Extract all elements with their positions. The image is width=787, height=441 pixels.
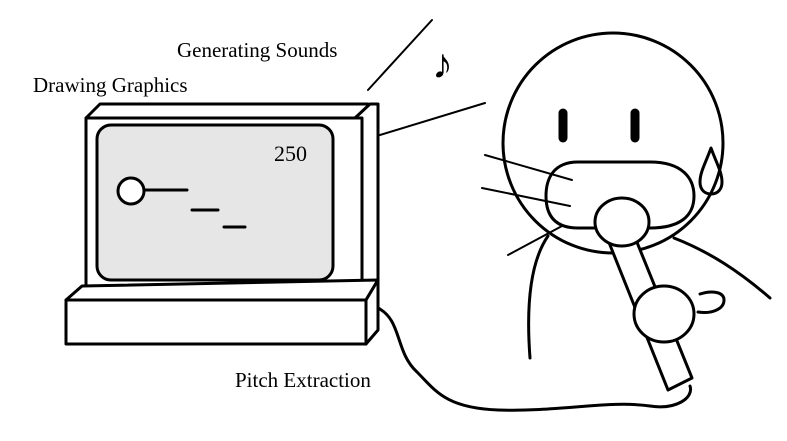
voice-line-2 xyxy=(481,187,571,207)
sweat-drop-icon xyxy=(698,146,724,196)
person-body-left xyxy=(527,234,550,360)
computer-monitor: 250 xyxy=(84,102,380,294)
voice-line-3 xyxy=(507,225,563,256)
drawing-graphics-label: Drawing Graphics xyxy=(33,73,188,97)
pitch-extraction-label: Pitch Extraction xyxy=(235,368,371,392)
person-mouth xyxy=(544,160,696,230)
voice-line-1 xyxy=(484,154,573,181)
person-hand xyxy=(696,290,726,314)
generating-sounds-label: Generating Sounds xyxy=(177,38,337,62)
computer-base xyxy=(64,278,380,346)
sound-line-upper xyxy=(367,19,433,91)
microphone-head xyxy=(593,196,651,248)
base-front xyxy=(64,298,368,346)
pitch-ball-icon xyxy=(116,176,146,206)
monitor-top-edge xyxy=(84,102,372,120)
microphone-hand-grip xyxy=(632,284,696,344)
music-note-icon: ♪ xyxy=(432,42,453,88)
sound-line-lower xyxy=(379,102,486,136)
microphone-cable xyxy=(376,306,692,412)
monitor-screen xyxy=(95,123,335,282)
microphone xyxy=(593,196,696,392)
person-body-right xyxy=(672,236,772,300)
score-display: 250 xyxy=(274,141,307,166)
